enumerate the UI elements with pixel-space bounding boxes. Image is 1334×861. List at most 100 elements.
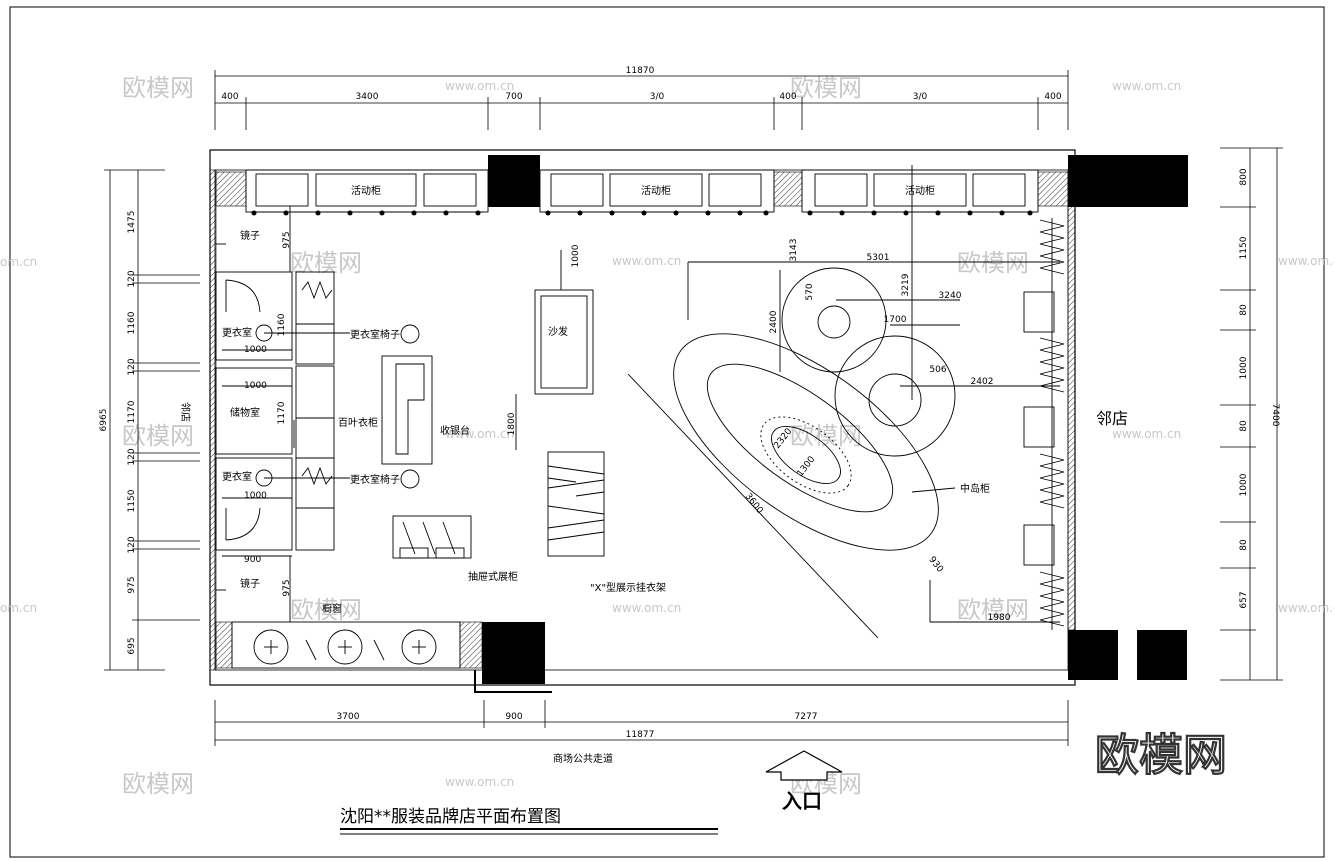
dim-right-2: 1150	[1239, 236, 1249, 259]
mirror-label-2: 镜子	[240, 577, 260, 590]
cabinet-label-1: 活动柜	[351, 184, 381, 197]
drawer-cabinet-label: 抽屉式展柜	[468, 570, 518, 583]
dim-right-7: 80	[1239, 539, 1249, 551]
dim-inner-a19: 2402	[971, 377, 994, 387]
left-rooms	[215, 206, 420, 622]
dim-inner-a5: 975	[282, 231, 292, 248]
dim-left-9: 975	[127, 576, 137, 593]
dim-inner-a15: 570	[805, 283, 815, 300]
dim-top-7: 400	[1044, 92, 1061, 102]
watermark-url: www.om.cn	[445, 427, 514, 441]
logo-watermark: 欧模网	[1095, 730, 1227, 781]
fitting-chair-label-2: 更衣室椅子	[350, 473, 400, 486]
dim-top-4: 3/0	[650, 92, 665, 102]
dim-top-5: 400	[779, 92, 796, 102]
watermark-url: www.om.cn	[1278, 601, 1334, 615]
dim-inner-a8: 1170	[277, 401, 287, 424]
dim-inner-a20: 3600	[743, 492, 765, 516]
entrance-threshold	[474, 670, 552, 693]
display-shelf-label: 百叶衣柜	[338, 416, 378, 429]
warehouse-label: 储物室	[230, 406, 260, 419]
entrance-label: 入口	[782, 789, 822, 813]
dim-left-8: 120	[127, 536, 137, 553]
drawing-frame	[9, 6, 1325, 858]
island-cabinet	[627, 165, 1060, 639]
dim-right-8: 657	[1239, 591, 1249, 608]
watermark-brand: 欧模网	[290, 596, 362, 624]
watermark-url: www.om.cn	[1112, 79, 1181, 93]
watermark-brand: 欧模网	[790, 74, 862, 102]
island-label: 中岛柜	[960, 482, 990, 495]
watermark-url: www.om.cn	[1112, 427, 1181, 441]
fitting-room-label-1: 更衣室	[222, 326, 252, 339]
dim-inner-a2: 1000	[244, 381, 267, 391]
neighbor-store-left: 邻店	[179, 402, 192, 422]
right-wall-display	[1023, 218, 1065, 630]
fitting-room-label-2: 更衣室	[222, 470, 252, 483]
dim-inner-a13: 5301	[867, 253, 890, 263]
clothes-rack-label: "X"型展示挂衣架	[590, 581, 666, 594]
dim-inner-a22: 930	[926, 555, 945, 575]
watermark-url: www.om.cn	[612, 601, 681, 615]
dim-top-2: 3400	[356, 92, 379, 102]
watermark-url-fragment: om.cn	[0, 255, 37, 269]
dim-top-3: 700	[505, 92, 522, 102]
neighbor-store-right: 邻店	[1096, 409, 1128, 428]
bottom-dimensions	[214, 700, 1069, 746]
dim-top-1: 400	[221, 92, 238, 102]
fitting-chair-label-1: 更衣室椅子	[350, 328, 400, 341]
dim-right-5: 80	[1239, 420, 1249, 432]
dim-left-1: 1475	[127, 211, 137, 234]
dim-left-3: 1160	[127, 311, 137, 334]
window-display	[231, 621, 461, 669]
cashier-label: 收银台	[440, 424, 470, 437]
dim-inner-a1: 1000	[244, 345, 267, 355]
dim-inner-a9: 1000	[571, 244, 581, 267]
watermark-brand: 欧模网	[122, 770, 194, 798]
center-furniture	[381, 250, 605, 559]
dim-bottom-1: 3700	[337, 712, 360, 722]
walls	[209, 149, 1076, 686]
drawing-title: 沈阳**服装品牌店平面布置图	[340, 807, 561, 827]
dim-inner-a10: 1800	[507, 412, 517, 435]
dim-inner-a12: 3219	[901, 273, 911, 296]
dim-left-2: 120	[127, 270, 137, 287]
watermark-url-fragment: om.cn	[0, 601, 37, 615]
dim-right-1: 800	[1239, 168, 1249, 185]
watermark-brand: 欧模网	[290, 249, 362, 277]
sofa-label: 沙发	[548, 325, 568, 338]
dim-top-6: 3/0	[913, 92, 928, 102]
left-dimensions	[104, 169, 200, 671]
dim-left-total: 6965	[99, 409, 109, 432]
dim-top-total: 11870	[626, 66, 655, 76]
watermark-url: www.om.cn	[612, 254, 681, 268]
mirror-label-1: 镜子	[240, 229, 260, 242]
cabinet-label-2: 活动柜	[641, 184, 671, 197]
dim-inner-a14: 3240	[939, 291, 962, 301]
dim-right-3: 80	[1239, 304, 1249, 316]
watermark-url: www.om.cn	[445, 79, 514, 93]
dim-bottom-total: 11877	[626, 730, 655, 740]
columns	[482, 155, 1188, 684]
dim-bottom-2: 900	[505, 712, 522, 722]
dim-left-4: 120	[127, 358, 137, 375]
dim-left-6: 120	[127, 448, 137, 465]
watermark-brand: 欧模网	[122, 74, 194, 102]
watermark-brand: 欧模网	[122, 422, 194, 450]
dim-inner-a18: 506	[929, 365, 946, 375]
cabinet-label-3: 活动柜	[905, 184, 935, 197]
watermark-brand: 欧模网	[957, 249, 1029, 277]
watermark-brand: 欧模网	[957, 596, 1029, 624]
dim-left-5: 1170	[127, 400, 137, 423]
dim-inner-a6: 975	[282, 579, 292, 596]
cabinet-hangers	[251, 210, 1033, 216]
top-dimensions	[214, 70, 1069, 130]
right-dimensions	[1220, 147, 1283, 681]
dim-bottom-3: 7277	[795, 712, 818, 722]
entrance-arrow-icon	[765, 750, 843, 781]
dim-inner-a21: 1980	[988, 613, 1011, 623]
window-display-label: 橱窗	[322, 602, 342, 615]
watermark-url: www.om.cn	[445, 775, 514, 789]
corridor-label: 商场公共走道	[553, 752, 613, 765]
